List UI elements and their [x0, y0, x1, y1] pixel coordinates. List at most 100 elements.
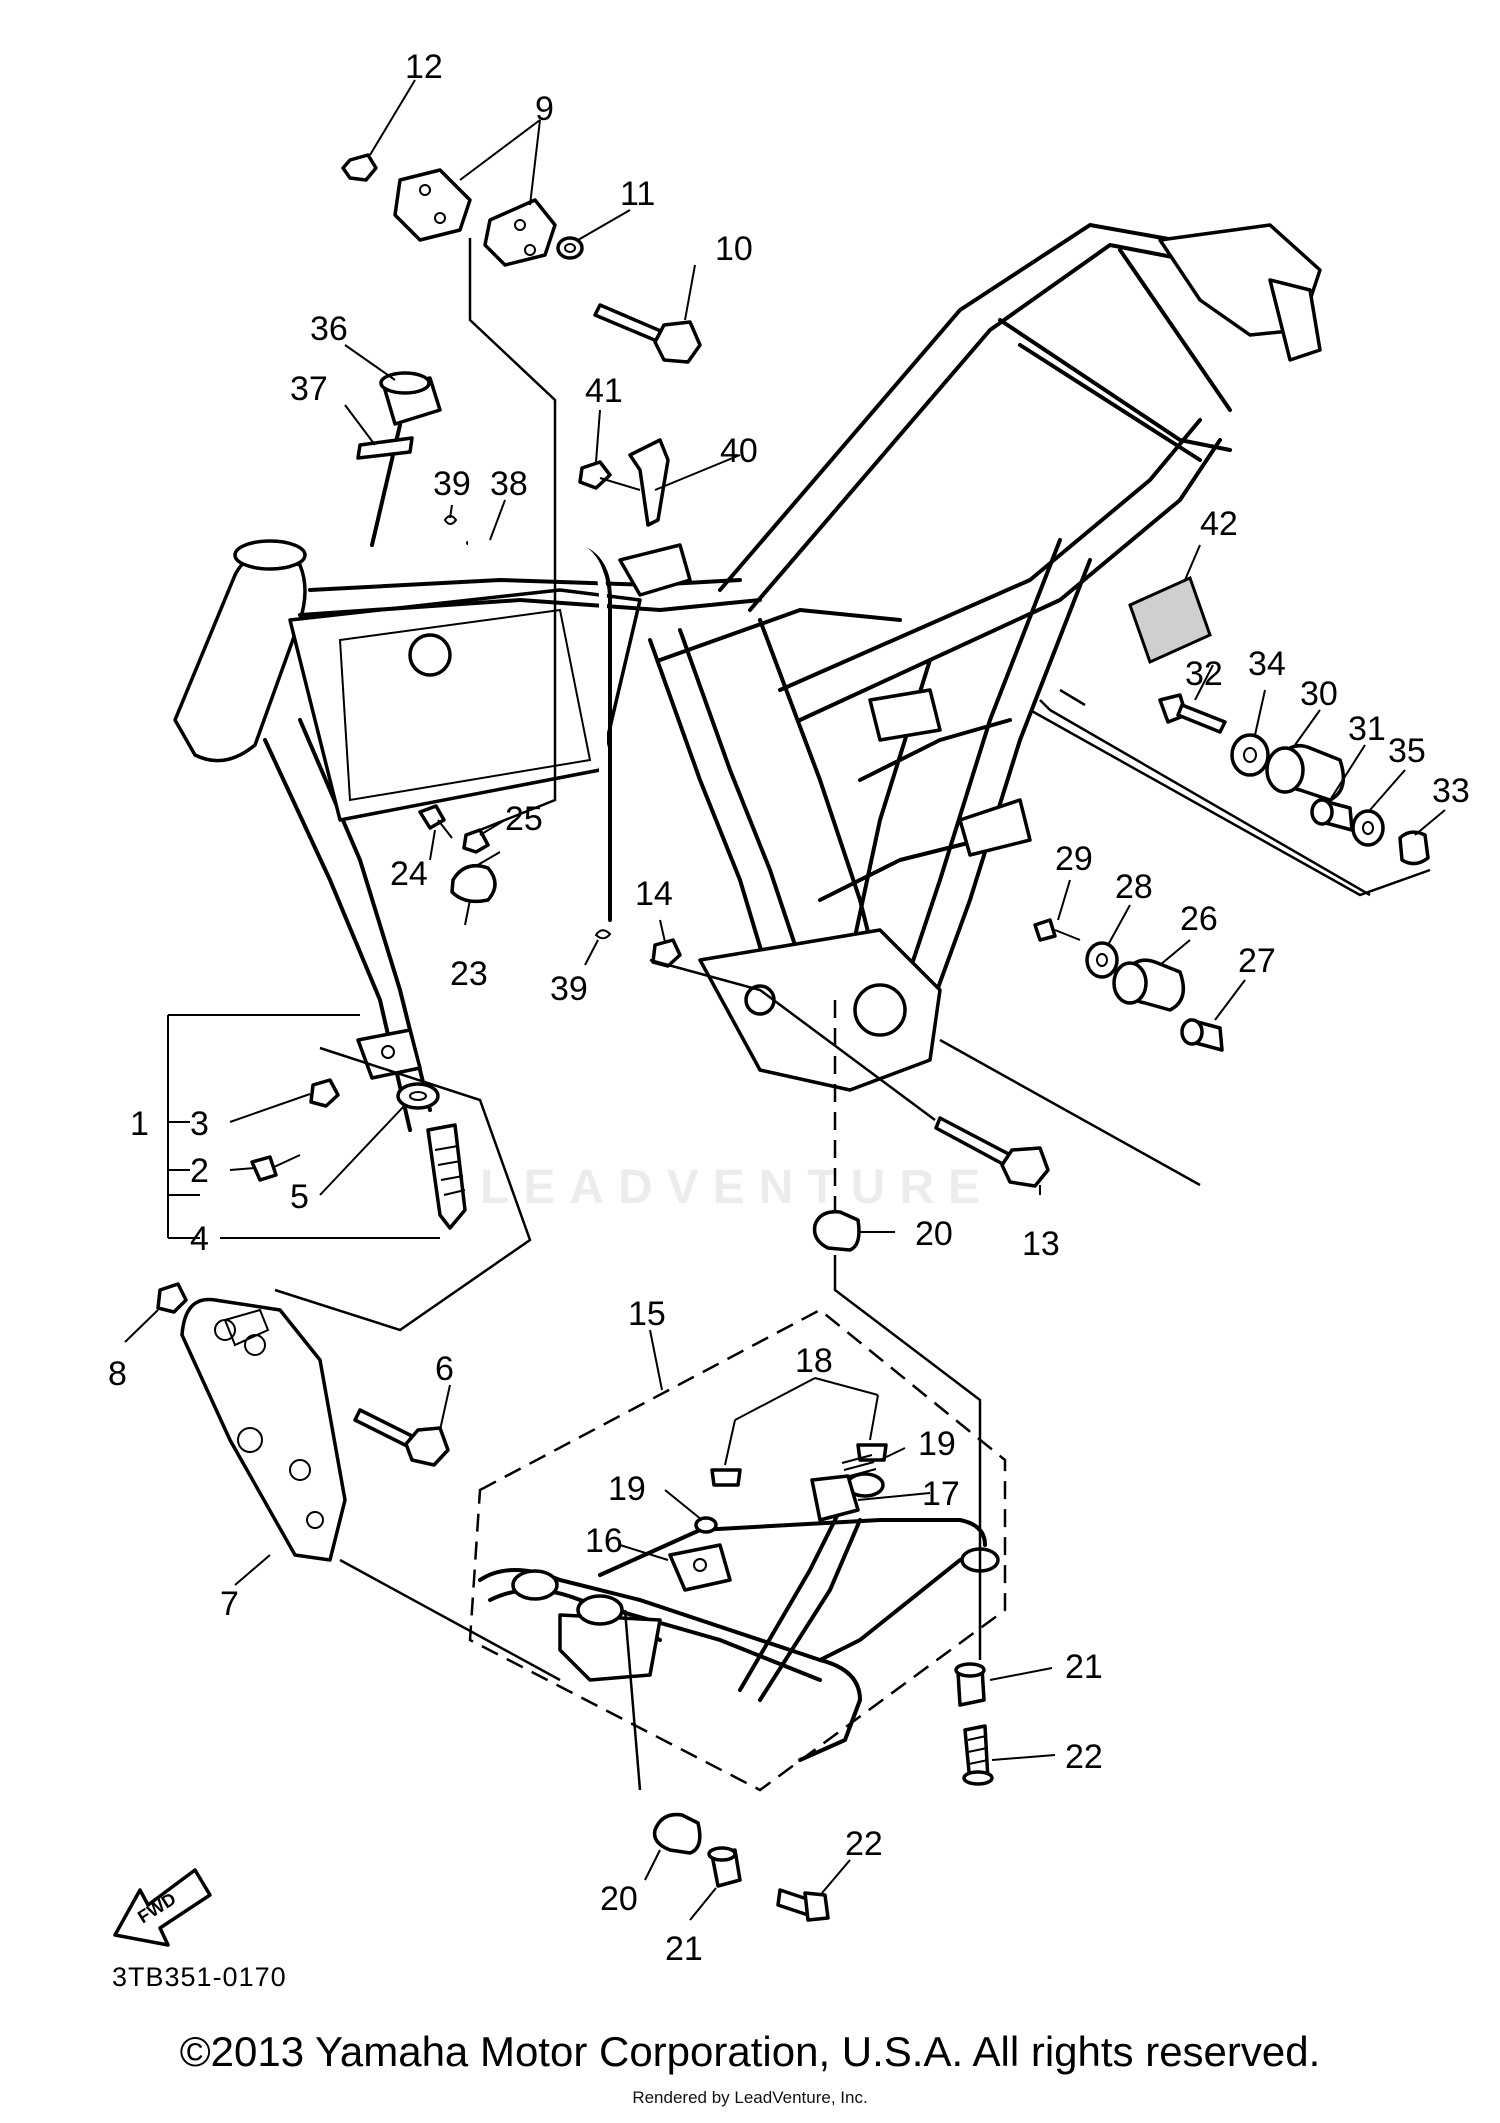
- leader-lines: [124, 79, 1446, 1921]
- sleeve-31: [1310, 798, 1354, 832]
- callout-33: 33: [1432, 772, 1470, 810]
- nut-12: [341, 153, 378, 182]
- callout-22-bottom: 22: [845, 1825, 883, 1863]
- bolt-41: [578, 460, 641, 491]
- callout-39-bottom: 39: [550, 970, 588, 1008]
- callout-28: 28: [1115, 868, 1153, 906]
- callout-36: 36: [310, 310, 348, 348]
- callout-35: 35: [1388, 732, 1426, 770]
- callout-10: 10: [715, 230, 753, 268]
- nut-25: [462, 828, 490, 854]
- fwd-arrow-icon: FWD: [113, 1868, 212, 1947]
- washer-11: [556, 236, 584, 260]
- callout-11: 11: [620, 175, 655, 213]
- callout-6: 6: [435, 1350, 454, 1388]
- washer-34: [1230, 733, 1270, 777]
- main-frame: [173, 223, 1322, 1132]
- nut-14: [651, 938, 682, 968]
- callout-7: 7: [220, 1585, 239, 1623]
- callout-30: 30: [1300, 675, 1338, 713]
- breather-hose-38: [466, 539, 612, 922]
- rendered-by-credit: Rendered by LeadVenture, Inc.: [632, 2088, 868, 2107]
- watermark: LEADVENTURE: [480, 1161, 995, 1214]
- callout-4: 4: [190, 1220, 209, 1258]
- collar-30: [1265, 744, 1346, 802]
- callout-32: 32: [1185, 655, 1223, 693]
- rubber-20a: [812, 1210, 861, 1252]
- callout-37: 37: [290, 370, 328, 408]
- callout-1: 1: [130, 1105, 149, 1143]
- callout-34: 34: [1248, 645, 1286, 683]
- callout-29: 29: [1055, 840, 1093, 878]
- callout-15: 15: [628, 1295, 666, 1333]
- washer-19b: [841, 1454, 877, 1478]
- callout-3: 3: [190, 1105, 209, 1143]
- engine-guard-15: [478, 1472, 1000, 1762]
- callout-9: 9: [535, 90, 554, 128]
- callout-19-left: 19: [608, 1470, 646, 1508]
- bolt-22a: [962, 1724, 994, 1786]
- bracket-40: [628, 438, 670, 527]
- callout-14: 14: [635, 875, 673, 913]
- callout-38: 38: [490, 465, 528, 503]
- collar-21b: [707, 1846, 742, 1888]
- washer-19a: [694, 1516, 718, 1534]
- copyright-notice: ©2013 Yamaha Motor Corporation, U.S.A. A…: [179, 2028, 1321, 2075]
- callout-39-top: 39: [433, 465, 471, 503]
- nut-3: [309, 1078, 340, 1108]
- callout-24: 24: [390, 855, 428, 893]
- callout-23: 23: [450, 955, 488, 993]
- callout-5: 5: [290, 1178, 309, 1216]
- callout-2: 2: [190, 1152, 209, 1190]
- bolt-6: [353, 1408, 450, 1467]
- callout-17: 17: [922, 1475, 960, 1513]
- clamp-23: [450, 851, 501, 904]
- callout-13: 13: [1022, 1225, 1060, 1263]
- clip-39b: [594, 929, 612, 940]
- callout-labels: 12 9 11 10 36 37 41 40 39 38 42 32 34 30…: [108, 48, 1470, 1968]
- bolt-22b: [776, 1888, 830, 1922]
- callout-42: 42: [1200, 505, 1238, 543]
- skid-plate-7: [180, 1297, 347, 1562]
- callout-40: 40: [720, 432, 758, 470]
- nut-plate-16: [668, 1543, 732, 1592]
- callout-26: 26: [1180, 900, 1218, 938]
- callout-22-right: 22: [1065, 1738, 1103, 1776]
- nut-8: [156, 1282, 188, 1314]
- clip-17: [810, 1474, 860, 1522]
- bolt-2: [250, 1154, 301, 1182]
- collar-26: [1112, 958, 1186, 1012]
- washer-5: [396, 1082, 440, 1110]
- callout-21-bottom: 21: [665, 1930, 703, 1968]
- pad-42: [1128, 575, 1212, 665]
- sleeve-27: [1180, 1018, 1224, 1052]
- nut-33: [1398, 830, 1430, 866]
- diagram-code: 3TB351-0170: [112, 1962, 287, 1992]
- rivet-18b: [856, 1394, 888, 1462]
- bolt-10: [593, 303, 702, 364]
- callout-12: 12: [405, 48, 443, 86]
- callout-8: 8: [108, 1355, 127, 1393]
- bolt-29: [1033, 918, 1081, 942]
- callout-16: 16: [585, 1522, 623, 1560]
- callout-20-bottom: 20: [600, 1880, 638, 1918]
- engine-mount-brackets: [393, 168, 557, 267]
- callout-20-top: 20: [915, 1215, 953, 1253]
- rivet-18a: [710, 1419, 742, 1487]
- collar-21a: [954, 1662, 986, 1707]
- callout-41: 41: [585, 372, 623, 410]
- washer-28: [1085, 941, 1119, 979]
- screw-4: [426, 1123, 467, 1230]
- clip-39a: [443, 515, 458, 525]
- bolt-32: [1158, 693, 1227, 734]
- callout-18: 18: [795, 1342, 833, 1380]
- callout-19-right: 19: [918, 1425, 956, 1463]
- callout-25: 25: [505, 800, 543, 838]
- bolt-13: [934, 1116, 1050, 1188]
- rubber-20b: [652, 1812, 702, 1855]
- callout-27: 27: [1238, 942, 1276, 980]
- washer-35: [1351, 809, 1385, 847]
- bolt-24: [418, 804, 453, 839]
- cap-assembly-36: [356, 371, 442, 547]
